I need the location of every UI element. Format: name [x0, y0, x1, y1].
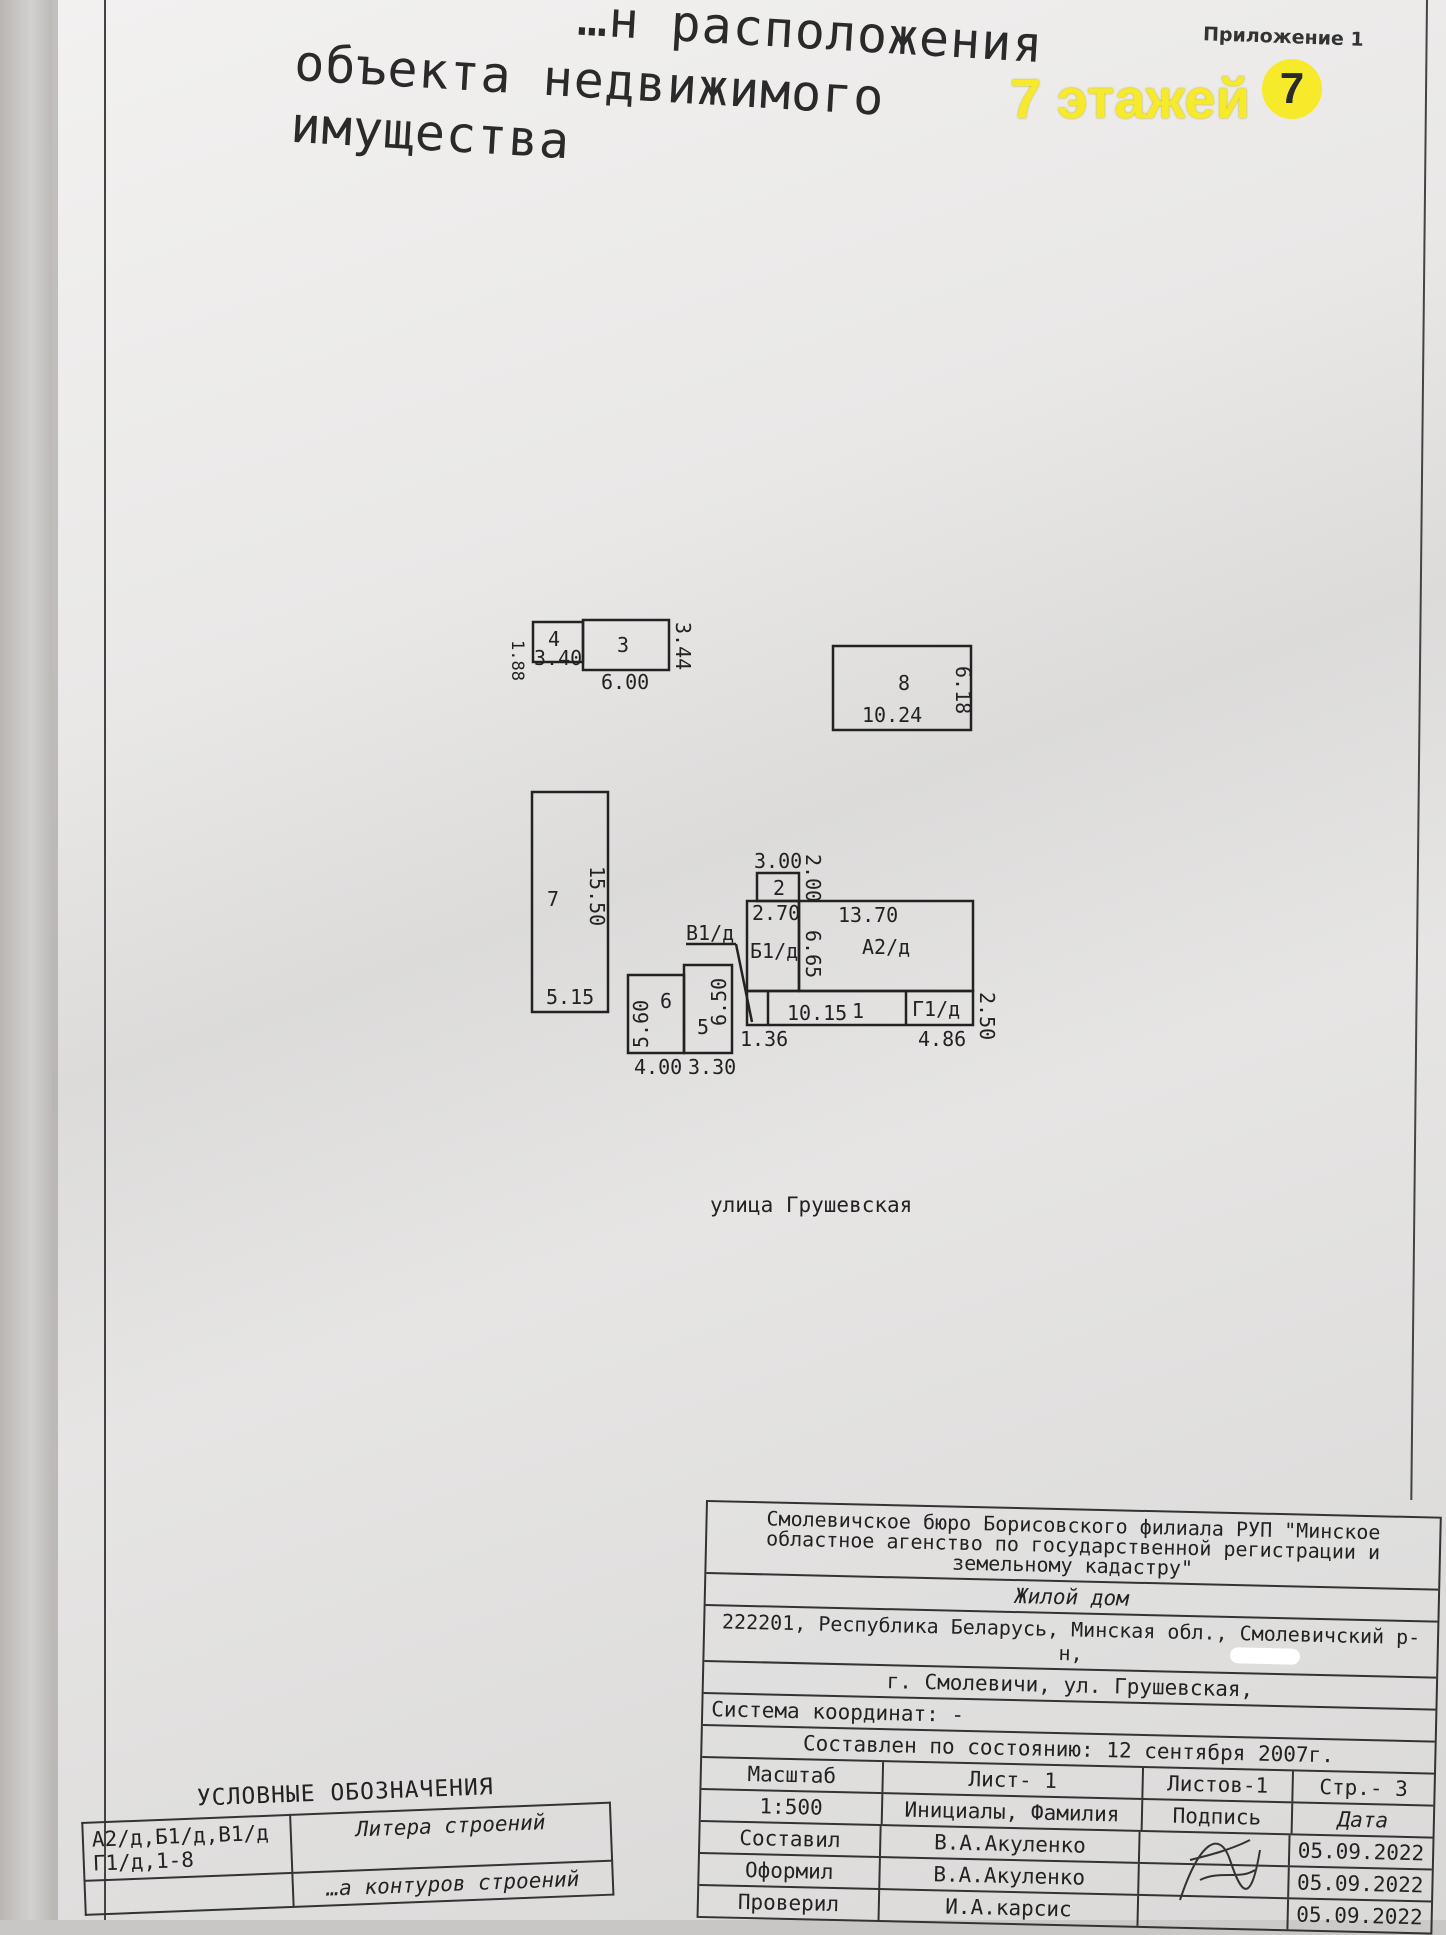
redaction-mark — [1229, 1647, 1301, 1665]
dim-v1d: 1.36 — [740, 1027, 788, 1051]
sheet-label: Лист- 1 — [883, 1762, 1145, 1798]
sheets-label: Листов-1 — [1143, 1768, 1294, 1802]
name-compiled: В.А.Акуленко — [881, 1826, 1141, 1862]
dim-b3-w: 6.00 — [601, 670, 649, 694]
date-compiled: 05.09.2022 — [1297, 1838, 1425, 1866]
watermark-text: 7 этажей — [1010, 67, 1250, 130]
dim-b8-w: 10.24 — [862, 703, 922, 727]
name-formatted: В.А.Акуленко — [880, 1858, 1141, 1894]
dim-b6-h: 5.60 — [629, 1000, 653, 1048]
label-v1d: В1/д — [686, 921, 734, 945]
watermark-logo: 7 этажей 7 — [1010, 58, 1322, 131]
dim-b2-w: 3.00 — [754, 849, 802, 873]
dim-g1d-w: 4.86 — [918, 1027, 966, 1051]
leader-line-v1d-diag — [734, 943, 754, 1023]
label-b8: 8 — [898, 671, 910, 695]
building-8 — [831, 644, 973, 732]
binding-edge — [0, 0, 52, 1920]
dim-b1-w: 10.15 — [787, 1001, 847, 1025]
date-checked: 05.09.2022 — [1296, 1902, 1423, 1930]
dim-b7-w: 5.15 — [546, 985, 594, 1009]
dim-b7-h: 15.50 — [585, 866, 609, 926]
dim-a2d-w: 13.70 — [838, 903, 898, 927]
label-g1d: Г1/д — [912, 997, 960, 1021]
name-checked: И.А.карсис — [879, 1890, 1140, 1926]
building-7 — [530, 790, 610, 1014]
label-b3: 3 — [617, 633, 629, 657]
frame-border-left — [104, 0, 106, 1920]
dim-g1d-h: 2.50 — [975, 992, 999, 1040]
watermark-badge-icon: 7 — [1262, 58, 1322, 119]
building-1 — [745, 989, 975, 1027]
dim-b6-w: 4.00 — [634, 1055, 682, 1079]
dim-b5-h: 6.50 — [707, 978, 731, 1026]
date-formatted: 05.09.2022 — [1296, 1870, 1424, 1898]
role-formatted: Оформил — [699, 1853, 882, 1889]
role-checked: Проверил — [698, 1885, 881, 1921]
label-b6: 6 — [660, 989, 672, 1013]
initials-label: Инициалы, Фамилия — [882, 1794, 1144, 1830]
building-3 — [581, 618, 671, 672]
page-label: Стр.- 3 — [1319, 1774, 1409, 1801]
dim-b4-w: 3.40 — [534, 646, 582, 670]
label-a2d: А2/д — [862, 935, 910, 959]
label-b5: 5 — [697, 1015, 709, 1039]
dim-b8-h: 6.18 — [951, 666, 975, 714]
label-b7: 7 — [547, 887, 559, 911]
dim-b1d-h: 6.65 — [801, 930, 825, 978]
dim-b2-h: 2.00 — [801, 854, 825, 902]
legend-key: А2/д,Б1/д,В1/д Г1/д,1-8 — [82, 1814, 293, 1881]
street-label: улица Грушевская — [710, 1193, 912, 1217]
dim-b4-h: 1.88 — [507, 640, 527, 681]
dim-b3-h: 3.44 — [671, 622, 695, 670]
label-b4: 4 — [548, 627, 560, 651]
date-label: Дата — [1337, 1807, 1389, 1833]
legend-key — [84, 1872, 294, 1915]
scale-value: 1:500 — [700, 1789, 884, 1825]
page-fold — [52, 0, 58, 1920]
dim-b5-w: 3.30 — [688, 1055, 736, 1079]
label-b1: 1 — [852, 999, 864, 1023]
label-b2: 2 — [773, 876, 785, 900]
role-compiled: Составил — [700, 1821, 882, 1857]
label-b1d: Б1/д — [750, 939, 798, 963]
building-5 — [682, 963, 734, 1055]
site-plan: 4 1.88 3.40 3 6.00 3.44 8 10.24 6.18 7 1… — [507, 618, 999, 1217]
handwritten-signature — [1179, 1839, 1261, 1901]
legend: УСЛОВНЫЕ ОБОЗНАЧЕНИЯ А2/д,Б1/д,В1/д Г1/д… — [80, 1770, 614, 1916]
title-block: Смолевичское бюро Борисовского филиала Р… — [696, 1500, 1442, 1935]
dim-b1d-w: 2.70 — [752, 901, 800, 925]
scale-label: Масштаб — [701, 1757, 885, 1793]
document-sheet — [52, 0, 1446, 1920]
